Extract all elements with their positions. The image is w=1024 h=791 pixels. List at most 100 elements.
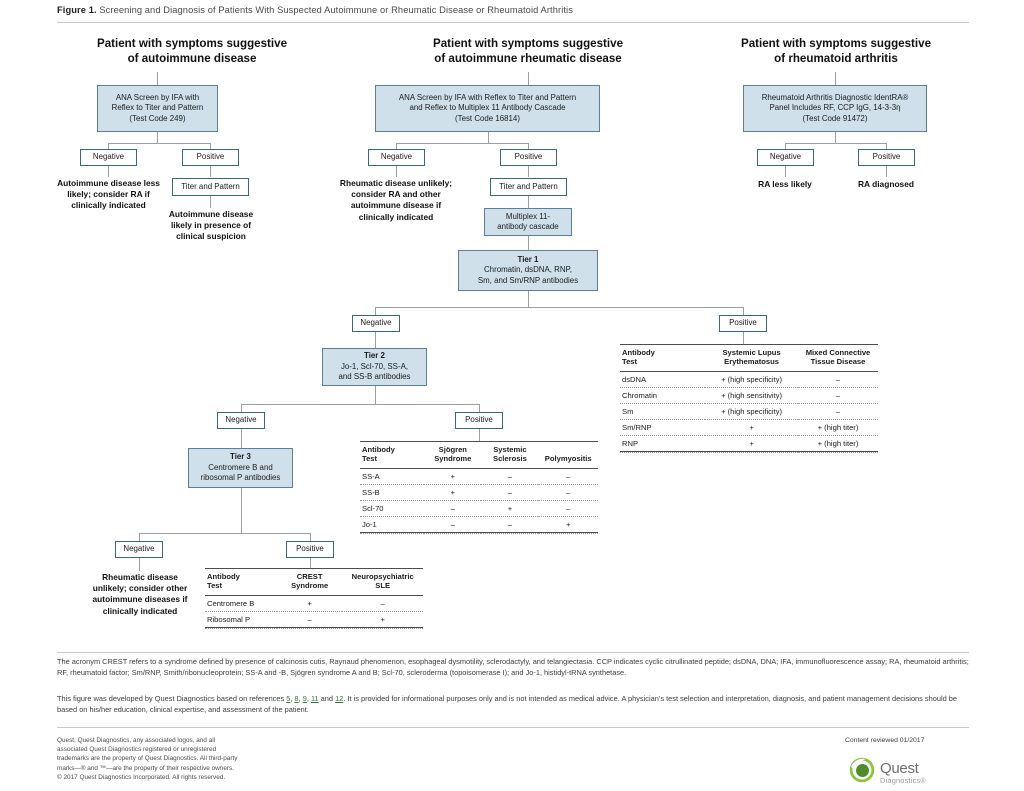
tier3-line-1: Centromere B and: [208, 462, 273, 472]
box-left-negative: Negative: [80, 149, 137, 166]
connector-multiplex-tier1: [528, 236, 529, 250]
tier3-title: Tier 3: [230, 452, 251, 462]
tier1-title: Tier 1: [517, 254, 539, 264]
reference-link-8[interactable]: 8: [294, 694, 299, 703]
connector-right-neg-drop: [785, 143, 786, 149]
table-tier3-positive: Antibody Test CREST Syndrome Neuropsychi…: [205, 568, 423, 629]
identra-line-3: (Test Code 91472): [802, 113, 868, 123]
box-multiplex-cascade: Multiplex 11- antibody cascade: [484, 208, 572, 236]
connector-left-head: [157, 72, 158, 85]
column-heading-autoimmune: Patient with symptoms suggestive of auto…: [57, 36, 327, 66]
outcome-right-positive: RA diagnosed: [858, 179, 914, 189]
footnote-divider-top: [57, 652, 969, 653]
connector-mid-pos-drop: [528, 143, 529, 149]
table-row: dsDNA + (high specificity) –: [620, 371, 878, 388]
disclaimer-prefix: This figure was developed by Quest Diagn…: [57, 694, 287, 703]
connector-mid-head: [528, 72, 529, 85]
connector-right-head: [835, 72, 836, 85]
reference-link-9[interactable]: 9: [302, 694, 307, 703]
connector-mid-neg-drop: [396, 143, 397, 149]
outcome-tier3-negative: Rheumatic disease unlikely; consider oth…: [92, 572, 188, 616]
connector-left-neg-out: [108, 166, 109, 177]
identra-line-2: Panel Includes RF, CCP IgG, 14-3-3η: [769, 103, 901, 113]
title-divider: [57, 22, 969, 23]
connector-tier3-stem: [241, 488, 242, 533]
brand-name: Quest: [880, 759, 919, 777]
connector-tier3-pos-drop: [310, 533, 311, 541]
content-reviewed-date: Content reviewed 01/2017: [845, 737, 925, 744]
connector-tier2-bar: [241, 404, 479, 405]
figure-label: Figure 1.: [57, 5, 97, 15]
box-tier1: Tier 1 Chromatin, dsDNA, RNP, Sm, and Sm…: [458, 250, 598, 291]
connector-right-pos-drop: [886, 143, 887, 149]
box-tier2-negative: Negative: [217, 412, 265, 429]
box-mid-positive: Positive: [500, 149, 557, 166]
box-tier3-negative: Negative: [115, 541, 163, 558]
th-sle: Systemic Lupus Erythematosus: [722, 348, 781, 367]
connector-left-titer-out: [210, 196, 211, 208]
quest-wordmark: Quest Diagnostics®: [880, 761, 926, 784]
multiplex-line-1: Multiplex 11-: [505, 211, 551, 221]
connector-mid-split-bar: [396, 143, 528, 144]
table-row: Sm/RNP + + (high titer): [620, 419, 878, 436]
outcome-left-negative: Autoimmune disease less likely; consider…: [57, 178, 160, 211]
heading-line-2: of autoimmune rheumatic disease: [434, 52, 622, 65]
reference-link-12[interactable]: 12: [335, 694, 344, 703]
footnote-divider-bottom: [57, 727, 969, 728]
connector-tier2-stem: [375, 386, 376, 404]
th-mctd: Mixed Connective Tissue Disease: [805, 348, 871, 367]
heading-line-2: of rheumatoid arthritis: [774, 52, 898, 65]
figure-title: Figure 1. Screening and Diagnosis of Pat…: [57, 5, 969, 15]
connector-tier1-bar: [375, 307, 743, 308]
figure-caption: Screening and Diagnosis of Patients With…: [99, 5, 573, 15]
connector-tier3-neg-drop: [139, 533, 140, 541]
tier2-line-2: and SS-B antibodies: [338, 372, 411, 382]
th-sjogren: Sjögren Syndrome: [434, 445, 472, 464]
connector-tier1-neg-tier2: [375, 332, 376, 348]
th-polymyositis: Polymyositis: [544, 454, 592, 464]
connector-tier3-neg-out: [139, 558, 140, 571]
column-heading-ra: Patient with symptoms suggestive of rheu…: [700, 36, 972, 66]
outcome-left-positive: Autoimmune disease likely in presence of…: [168, 209, 254, 242]
connector-tier1-pos-table: [743, 332, 744, 344]
table-row: Sm + (high specificity) –: [620, 403, 878, 420]
connector-tier1-pos-drop: [743, 307, 744, 315]
box-tier2: Tier 2 Jo-1, Scl-70, SS-A, and SS-B anti…: [322, 348, 427, 386]
connector-tier2-neg-drop: [241, 404, 242, 412]
th-neuropsychiatric-sle: Neuropsychiatric SLE: [351, 572, 414, 591]
connector-tier1-stem: [528, 291, 529, 307]
ana-mid-line-2: and Reflex to Multiplex 11 Antibody Casc…: [409, 103, 566, 113]
outcome-right-negative: RA less likely: [758, 179, 812, 189]
column-heading-rheumatic: Patient with symptoms suggestive of auto…: [373, 36, 683, 66]
box-ana-screen-249: ANA Screen by IFA with Reflex to Titer a…: [97, 85, 218, 132]
box-ana-screen-16814: ANA Screen by IFA with Reflex to Titer a…: [375, 85, 600, 132]
footnote-disclaimer: This figure was developed by Quest Diagn…: [57, 694, 957, 714]
ana-mid-line-3: (Test Code 16814): [455, 113, 520, 123]
th-antibody-test: Antibody Test: [622, 348, 655, 367]
ana-line-3: (Test Code 249): [129, 113, 186, 123]
disclaimer-suffix: . It is provided for informational purpo…: [57, 694, 957, 714]
table-row: Ribosomal P – +: [207, 614, 385, 624]
box-tier2-positive: Positive: [455, 412, 503, 429]
legal-line-1: Quest, Quest Diagnostics, any associated…: [57, 737, 216, 744]
tier1-line-2: Sm, and Sm/RNP antibodies: [477, 275, 579, 285]
connector-right-split-stem: [835, 132, 836, 143]
connector-tier2-pos-drop: [479, 404, 480, 412]
table-tier2-positive: Antibody Test Sjögren Syndrome Systemic …: [360, 441, 598, 534]
tier2-line-1: Jo-1, Scl-70, SS-A,: [340, 361, 409, 371]
box-tier1-positive: Positive: [719, 315, 767, 332]
th-crest: CREST Syndrome: [291, 572, 329, 591]
legal-line-3: trademarks are the property of Quest Dia…: [57, 755, 238, 763]
connector-tier3-bar: [139, 533, 310, 534]
footnote-abbreviations: The acronym CREST refers to a syndrome d…: [57, 657, 969, 677]
connector-tier1-neg-drop: [375, 307, 376, 315]
connector-mid-split-stem: [488, 132, 489, 143]
table-row: Centromere B + –: [205, 595, 423, 612]
quest-swirl-icon: [848, 756, 876, 789]
th-antibody-test: Antibody Test: [362, 445, 395, 464]
connector-left-split-stem: [157, 132, 158, 143]
connector-right-neg-out: [785, 166, 786, 177]
reference-link-5[interactable]: 5: [286, 694, 291, 703]
heading-line-1: Patient with symptoms suggestive: [432, 37, 624, 50]
reference-link-11[interactable]: 11: [310, 694, 319, 703]
